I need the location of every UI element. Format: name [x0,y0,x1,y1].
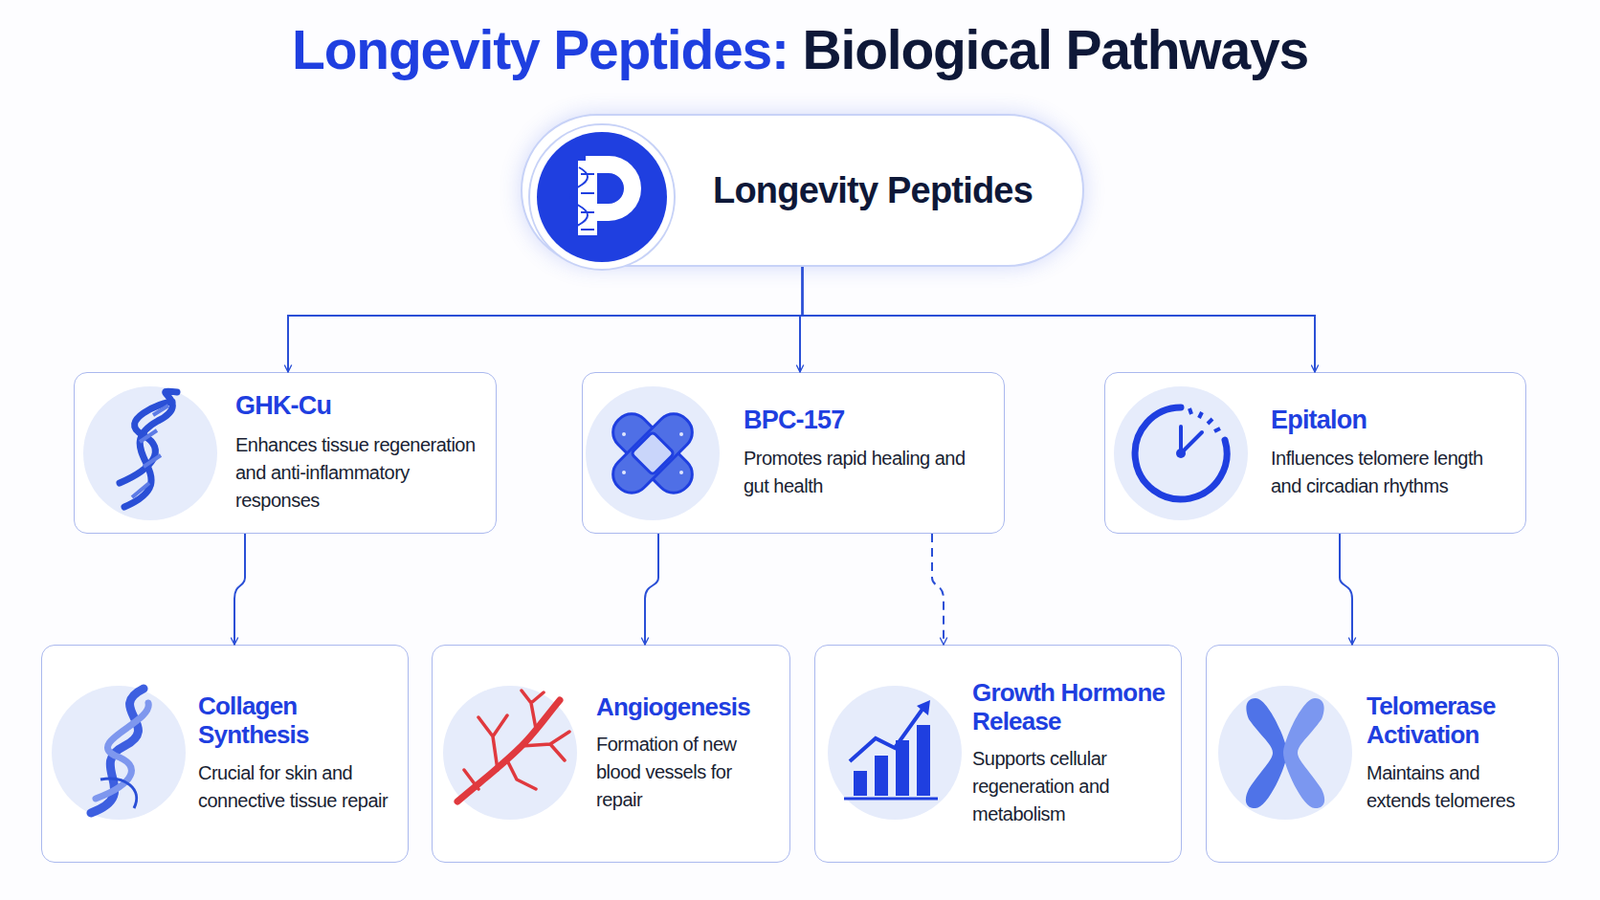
connector-arrow [288,266,803,373]
pathway-box: BPC-157Promotes rapid healing and gut he… [581,372,1005,534]
pathway-box: Telomerase ActivationMaintains and exten… [1205,644,1559,864]
box-description: Crucial for skin and connective tissue r… [198,759,395,816]
box-description: Influences telomere length and circadian… [1270,444,1512,501]
box-heading: BPC-157 [743,405,991,436]
diagram-title: Longevity Peptides: Biological Pathways [291,17,1309,83]
pathway-box: AngiogenesisFormation of new blood vesse… [431,644,791,864]
pathway-box: GHK-CuEnhances tissue regeneration and a… [73,372,497,534]
logo-icon [529,124,675,270]
box-heading: Angiogenesis [596,693,777,723]
box-heading: Telomerase Activation [1366,692,1545,751]
connector-arrow [1339,533,1353,645]
root-pill: Longevity Peptides [520,113,1085,267]
box-description: Supports cellular regeneration and metab… [972,745,1168,829]
title-row: Longevity Peptides: Biological Pathways [0,17,1600,83]
box-description: Formation of new blood vessels for repai… [596,731,777,815]
box-description: Enhances tissue regeneration and anti-in… [235,431,483,515]
box-heading: Growth Hormone Release [972,679,1168,737]
pathway-box: Collagen SynthesisCrucial for skin and c… [41,644,409,864]
connector-arrow [644,533,659,645]
box-description: Promotes rapid healing and gut health [743,444,991,501]
pathway-box: Growth Hormone ReleaseSupports cellular … [814,644,1182,864]
connector-arrow [802,266,1316,373]
connector-arrow [800,266,803,373]
chromosome-icon [1218,686,1353,821]
clock-icon [1113,386,1248,521]
growth-chart-icon [827,686,962,821]
root-label: Longevity Peptides [712,170,1069,212]
box-heading: GHK-Cu [235,391,483,422]
vessel-icon [443,686,578,821]
collagen-icon [51,686,186,821]
connector-arrow [932,533,944,645]
bandage-icon [585,386,720,521]
connector-arrow [234,533,245,645]
box-heading: Collagen Synthesis [198,692,395,751]
dna-icon [83,386,218,521]
box-heading: Epitalon [1270,405,1512,436]
box-description: Maintains and extends telomeres [1366,759,1545,816]
pathway-box: EpitalonInfluences telomere length and c… [1104,372,1527,534]
